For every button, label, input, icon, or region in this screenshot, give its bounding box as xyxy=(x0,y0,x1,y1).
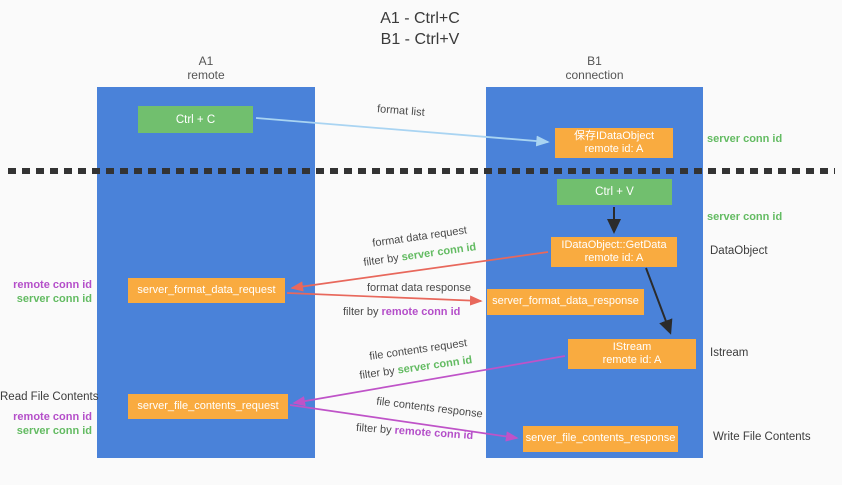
dataobject-label: DataObject xyxy=(710,245,768,257)
server-conn-id-label-left1: server conn id xyxy=(16,293,92,305)
column-a1-name: A1 xyxy=(198,54,214,68)
write-file-contents-label: Write File Contents xyxy=(713,431,811,443)
column-a1-header: A1 remote xyxy=(97,54,315,82)
column-a1-subtitle: remote xyxy=(187,68,225,82)
remote-conn-id-label-left2: remote conn id xyxy=(13,411,92,423)
save-idataobject-box: 保存IDataObject remote id: A xyxy=(555,128,673,158)
title-line-1: A1 - Ctrl+C xyxy=(380,10,460,27)
idataobject-getdata-box: IDataObject::GetData remote id: A xyxy=(551,237,677,267)
save-idataobject-line1: 保存IDataObject xyxy=(573,129,655,142)
read-file-contents-label: Read File Contents xyxy=(0,391,99,403)
column-b1-name: B1 xyxy=(587,54,602,68)
istream-line2: remote id: A xyxy=(602,354,662,366)
server-file-contents-request-box: server_file_contents_request xyxy=(128,394,288,419)
server-format-data-request-box: server_format_data_request xyxy=(128,278,285,303)
format-response-label: server_format_data_response xyxy=(492,295,639,308)
istream-box: IStream remote id: A xyxy=(568,339,696,369)
remote-conn-id-label-left1: remote conn id xyxy=(13,279,92,291)
ctrl-v-label: Ctrl + V xyxy=(595,186,634,198)
format-request-to-response-arrow xyxy=(286,292,483,306)
title-line-2: B1 - Ctrl+V xyxy=(380,31,460,48)
getdata-line2: remote id: A xyxy=(584,252,644,264)
server-format-data-response-box: server_format_data_response xyxy=(487,289,644,315)
ctrl-c-box: Ctrl + C xyxy=(138,106,253,133)
filter-by-text-2: filter by xyxy=(343,306,382,318)
file-request-to-response-arrow xyxy=(289,404,519,442)
session-divider-dotted-line xyxy=(8,168,835,174)
diagram-title: A1 - Ctrl+C B1 - Ctrl+V xyxy=(300,8,540,50)
server-conn-id-label-top: server conn id xyxy=(707,133,783,145)
filter-by-remote-conn-id-label-1: filter by remote conn id xyxy=(343,306,460,318)
column-b1-header: B1 connection xyxy=(486,54,703,82)
file-response-label: server_file_contents_response xyxy=(525,432,676,445)
server-file-contents-response-box: server_file_contents_response xyxy=(523,426,678,452)
getdata-to-istream-arrow xyxy=(645,267,673,335)
column-b1-subtitle: connection xyxy=(565,68,624,82)
getdata-to-format-request-arrow xyxy=(290,251,549,292)
getdata-line1: IDataObject::GetData xyxy=(561,238,667,251)
format-data-response-arrow-label: format data response xyxy=(367,282,471,294)
file-request-label: server_file_contents_request xyxy=(137,399,279,412)
format-list-arrow xyxy=(255,117,550,147)
server-conn-id-label-mid: server conn id xyxy=(707,211,783,223)
ctrl-v-box: Ctrl + V xyxy=(557,179,672,205)
save-idataobject-line2: remote id: A xyxy=(584,143,644,155)
server-conn-id-label-left2: server conn id xyxy=(16,425,92,437)
filter-value-2: remote conn id xyxy=(381,306,461,318)
ctrl-c-label: Ctrl + C xyxy=(175,113,216,126)
istream-to-file-request-arrow xyxy=(292,355,566,407)
format-request-label: server_format_data_request xyxy=(137,283,276,296)
istream-line1: IStream xyxy=(612,340,652,353)
istream-label: Istream xyxy=(710,347,749,359)
